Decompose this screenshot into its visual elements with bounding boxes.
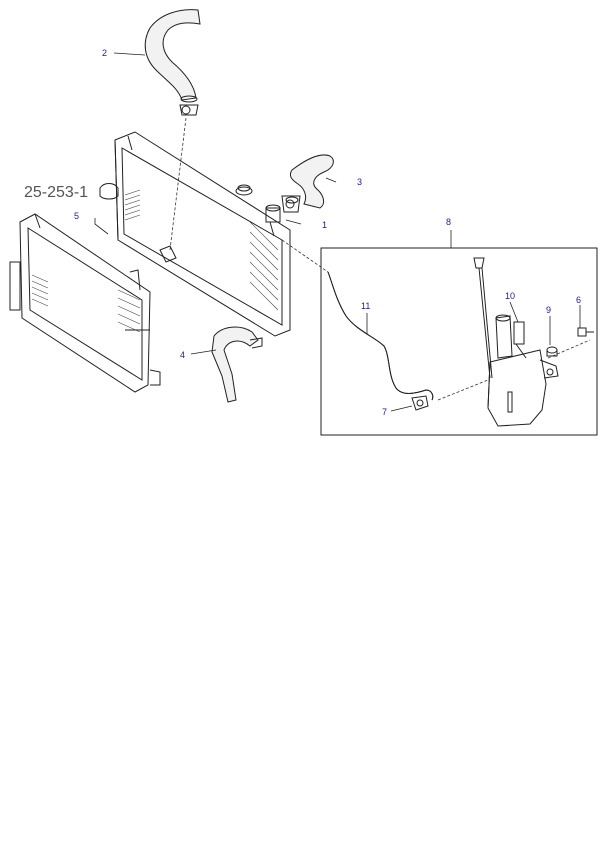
callout-1[interactable]: 1 (322, 220, 327, 230)
callout-4[interactable]: 4 (180, 350, 185, 360)
reference-label[interactable]: 25-253-1 (24, 184, 88, 201)
callout-10[interactable]: 10 (505, 291, 515, 301)
hose-clip[interactable] (411, 395, 429, 411)
washer-motor[interactable] (513, 321, 527, 359)
callout-2[interactable]: 2 (102, 48, 107, 58)
oil-cooler-hose[interactable] (211, 326, 263, 403)
washer-reservoir[interactable] (487, 314, 559, 427)
condenser-fins (31, 274, 141, 333)
leader-lines (94, 52, 581, 412)
callout-9[interactable]: 9 (546, 305, 551, 315)
washer-hose[interactable] (327, 271, 434, 401)
radiator[interactable] (114, 131, 291, 337)
radiator-fins (124, 189, 279, 311)
callout-5[interactable]: 5 (74, 211, 79, 221)
washer-assembly-frame (320, 247, 598, 436)
hose-fitting[interactable] (265, 204, 281, 223)
reservoir-dipstick[interactable] (473, 257, 493, 379)
condenser[interactable] (9, 213, 161, 393)
callout-6[interactable]: 6 (576, 295, 581, 305)
radiator-cap[interactable] (235, 184, 253, 196)
grommet[interactable] (546, 346, 558, 357)
assembly-guide-lines (169, 117, 591, 401)
callout-7[interactable]: 7 (382, 407, 387, 417)
callout-3[interactable]: 3 (357, 177, 362, 187)
callout-8[interactable]: 8 (446, 217, 451, 227)
callout-11[interactable]: 11 (361, 301, 370, 311)
upper-radiator-hose[interactable] (144, 9, 201, 116)
lower-radiator-hose[interactable] (281, 154, 334, 213)
bolt[interactable] (577, 327, 594, 337)
reference-part (99, 183, 119, 200)
